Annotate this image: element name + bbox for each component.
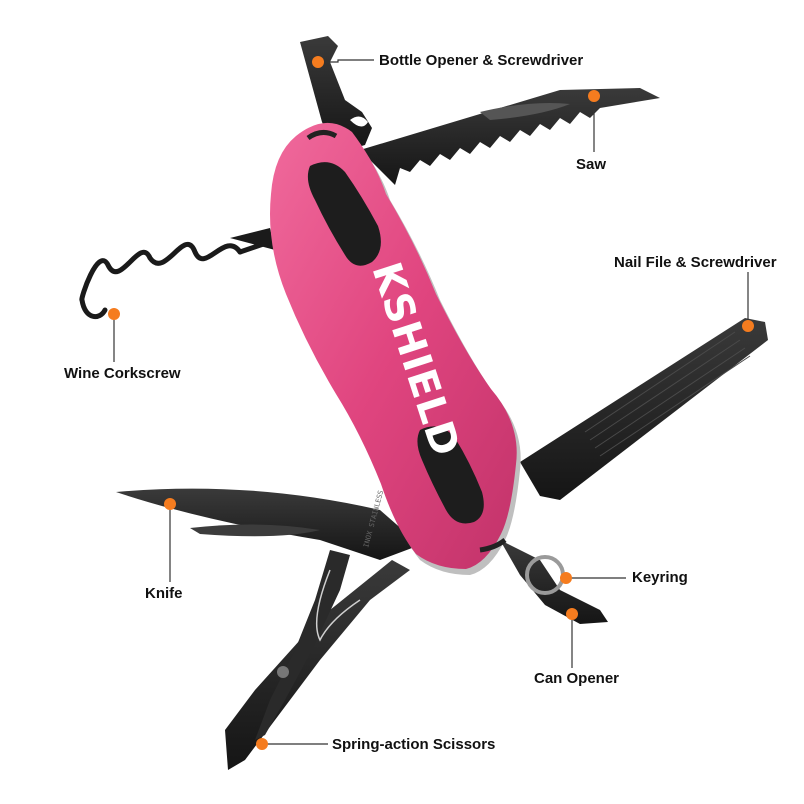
marker-saw (588, 90, 600, 102)
scissors-tool (225, 550, 410, 770)
corkscrew-tool (79, 228, 278, 319)
marker-can-opener (566, 608, 578, 620)
knife-blade: INOX STAINLESS (116, 488, 420, 560)
label-bottle-opener: Bottle Opener & Screwdriver (379, 52, 584, 69)
label-corkscrew: Wine Corkscrew (64, 365, 181, 382)
can-opener-tool (500, 540, 608, 624)
callout-lines (113, 59, 749, 745)
callout-markers (108, 56, 754, 750)
handle-body: KSHIELD (270, 122, 521, 575)
label-knife: Knife (145, 585, 183, 602)
leader-bottle-opener (318, 59, 374, 63)
marker-knife (164, 498, 176, 510)
label-nail-file: Nail File & Screwdriver (614, 254, 777, 271)
marker-corkscrew (108, 308, 120, 320)
label-keyring: Keyring (632, 569, 688, 586)
marker-bottle-opener (312, 56, 324, 68)
saw-blade (360, 88, 660, 185)
marker-scissors (256, 738, 268, 750)
nail-file-tool (520, 318, 768, 500)
marker-nail-file (742, 320, 754, 332)
label-scissors: Spring-action Scissors (332, 736, 496, 753)
label-can-opener: Can Opener (534, 670, 620, 687)
label-saw: Saw (576, 156, 607, 173)
marker-keyring (560, 572, 572, 584)
